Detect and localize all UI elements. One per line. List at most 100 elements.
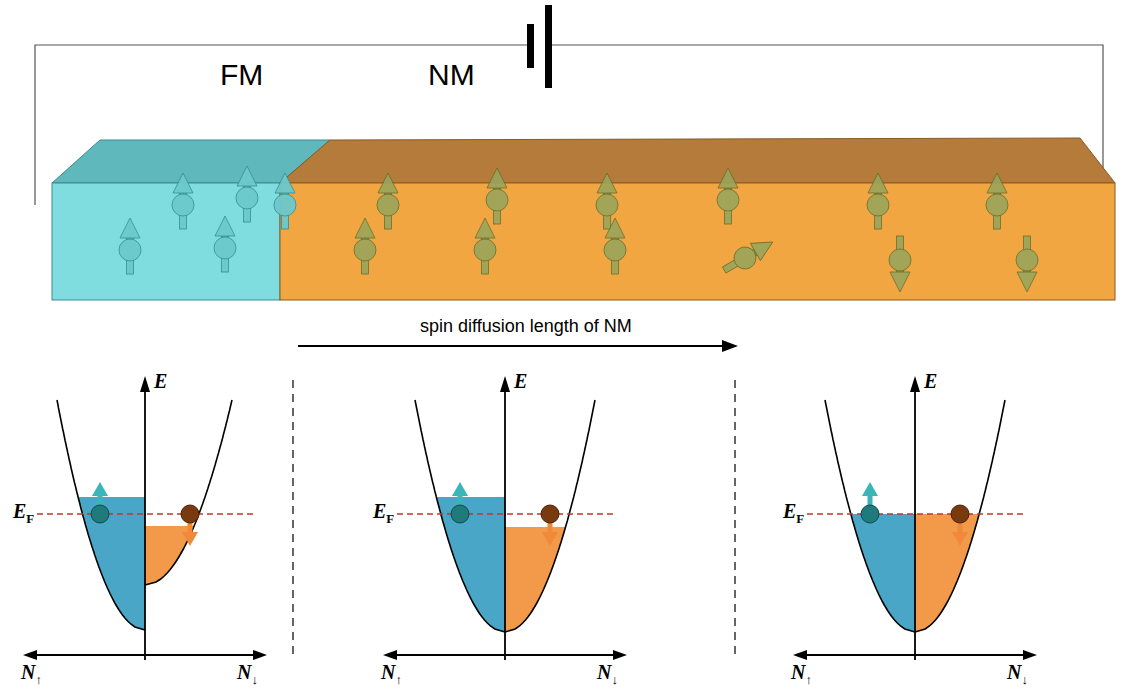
electron-up xyxy=(91,505,109,523)
spin-ball xyxy=(486,189,508,211)
fermi-label: EF xyxy=(13,500,34,527)
spin-icon xyxy=(986,173,1008,229)
spin-cone xyxy=(750,233,777,260)
energy-label: E xyxy=(924,370,937,393)
spin-ball xyxy=(596,194,618,216)
spin-icon xyxy=(354,218,376,274)
spin-icon xyxy=(236,166,258,222)
spin-cone xyxy=(355,218,375,238)
dos-group xyxy=(23,376,1037,660)
energy-axis xyxy=(144,390,146,660)
fermi-label: EF xyxy=(373,500,394,527)
band-curve xyxy=(505,400,595,632)
dos-axis xyxy=(395,654,615,656)
arrow-head xyxy=(500,376,510,392)
arrow-head xyxy=(910,376,920,392)
spin-icon xyxy=(867,173,889,229)
spin-ball xyxy=(474,239,496,261)
region-label: FM xyxy=(220,58,263,92)
fermi-level xyxy=(397,513,615,515)
nm-front-face xyxy=(280,183,1115,300)
dos-up-label: N↑ xyxy=(21,661,42,688)
fm-front-face xyxy=(52,183,280,300)
separator xyxy=(734,380,735,660)
arrow-head xyxy=(383,650,397,660)
band-curve xyxy=(915,400,1005,632)
spin-icon xyxy=(474,218,496,274)
arrow-head xyxy=(253,650,267,660)
arrow-head xyxy=(722,340,738,352)
spin-cone xyxy=(182,532,198,546)
spin-icon xyxy=(377,173,399,229)
arrow-head xyxy=(23,650,37,660)
spin-icon xyxy=(172,173,194,229)
arrow-head xyxy=(613,650,627,660)
band-fill xyxy=(505,527,566,632)
battery-plate xyxy=(527,24,534,68)
spin-cone xyxy=(92,482,108,496)
spin-cone xyxy=(275,173,295,193)
arrow-head xyxy=(1023,650,1037,660)
ferromagnet-block: FM xyxy=(52,183,280,300)
region-label: NM xyxy=(428,58,475,92)
spin-ball xyxy=(986,194,1008,216)
dos-up-label: N↑ xyxy=(381,661,402,688)
spin-cone xyxy=(452,482,468,496)
spin-icon xyxy=(889,236,911,292)
spin-cone xyxy=(475,218,495,238)
band-fill xyxy=(436,497,505,632)
spin-cone xyxy=(1017,272,1037,292)
spin-icon xyxy=(1016,236,1038,292)
energy-label: E xyxy=(514,370,527,393)
spin-ball xyxy=(377,194,399,216)
spin-cone xyxy=(862,482,878,496)
separator xyxy=(292,380,293,660)
band-curve xyxy=(415,400,505,632)
dos-down-label: N↓ xyxy=(237,661,258,688)
energy-axis xyxy=(914,390,916,660)
fermi-label: EF xyxy=(783,500,804,527)
band-curve xyxy=(57,400,145,630)
spin-ball xyxy=(172,194,194,216)
energy-label: E xyxy=(154,370,167,393)
spin-cone xyxy=(237,166,257,186)
normal-metal-block: NM xyxy=(280,183,1115,300)
spin-group xyxy=(119,166,1038,292)
spin-cone xyxy=(215,216,235,236)
spin-icon xyxy=(486,168,508,224)
spin-ball xyxy=(1016,249,1038,271)
spin-ball xyxy=(119,239,141,261)
electron-down xyxy=(951,505,969,523)
band-fill xyxy=(78,497,145,630)
spin-cone xyxy=(890,272,910,292)
spin-cone xyxy=(173,173,193,193)
spin-cone xyxy=(605,218,625,238)
fermi-level xyxy=(807,513,1025,515)
band-fill xyxy=(915,514,979,632)
spin-icon xyxy=(274,173,296,229)
spin-icon xyxy=(719,232,778,279)
spin-icon xyxy=(717,168,739,224)
electron-up xyxy=(861,505,879,523)
spin-cone xyxy=(718,168,738,188)
dos-down-label: N↓ xyxy=(597,661,618,688)
dos-axis xyxy=(35,654,255,656)
electron-down xyxy=(181,505,199,523)
spin-cone xyxy=(487,168,507,188)
spin-cone xyxy=(868,173,888,193)
length-arrow xyxy=(298,345,725,347)
spin-ball xyxy=(236,187,258,209)
spin-ball xyxy=(274,194,296,216)
arrow-head xyxy=(793,650,807,660)
length-label: spin diffusion length of NM xyxy=(420,316,632,337)
spin-cone xyxy=(952,532,968,546)
spin-cone xyxy=(542,532,558,546)
electron-down xyxy=(541,505,559,523)
spin-cone xyxy=(378,173,398,193)
nm-top-face xyxy=(280,138,1115,183)
spin-icon xyxy=(604,218,626,274)
dos-up-label: N↑ xyxy=(791,661,812,688)
